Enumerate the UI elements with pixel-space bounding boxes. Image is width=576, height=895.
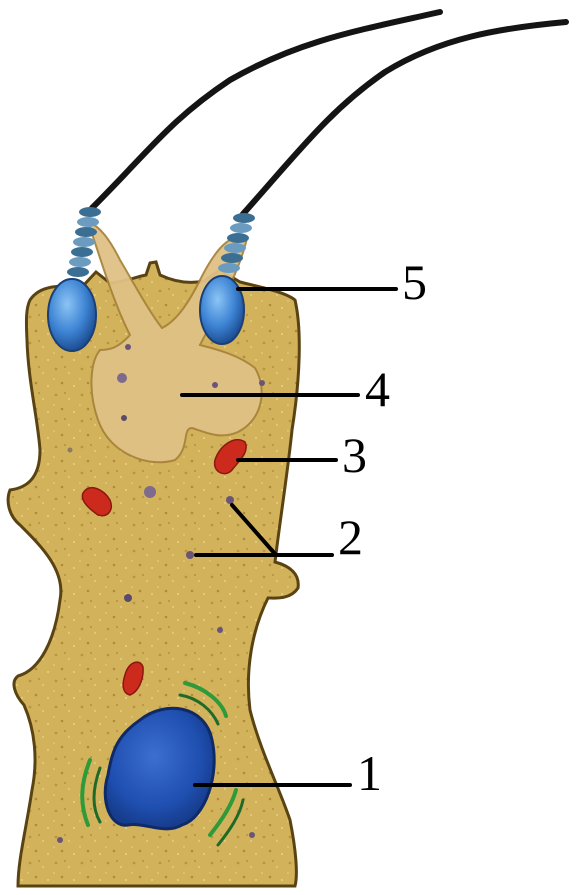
- right-basal-body: [200, 276, 244, 344]
- label-3: 3: [342, 430, 367, 480]
- label-2: 2: [338, 512, 363, 562]
- label-5: 5: [402, 257, 427, 307]
- label-4: 4: [365, 364, 390, 414]
- left-flagellum: [92, 12, 440, 208]
- left-basal-body: [48, 279, 96, 351]
- label-1: 1: [357, 748, 382, 798]
